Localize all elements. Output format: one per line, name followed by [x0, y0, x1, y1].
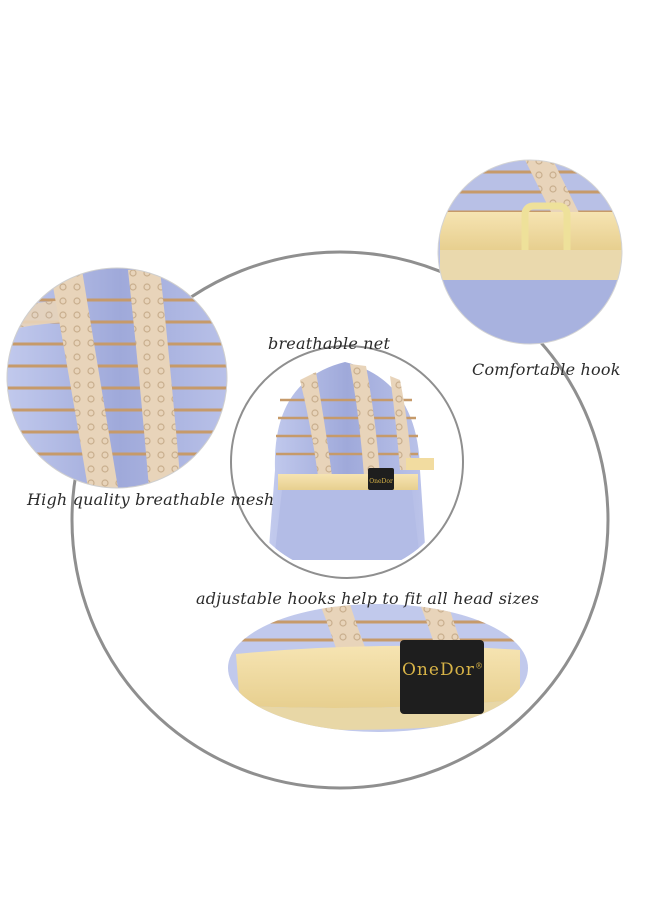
wig-cap-image: OneDor — [268, 362, 434, 560]
adjustable-strap-image — [228, 604, 528, 732]
caption-high-quality-mesh: High quality breathable mesh — [27, 490, 275, 509]
registered-mark: ® — [474, 661, 484, 671]
caption-breathable-net: breathable net — [268, 334, 391, 353]
brand-label: OneDor® — [402, 660, 484, 680]
hook-closeup-image — [438, 160, 622, 344]
frame-ring — [70, 250, 610, 790]
brand-name: OneDor — [402, 660, 475, 680]
caption-adjustable-hooks: adjustable hooks help to fit all head si… — [196, 589, 540, 608]
svg-text:OneDor: OneDor — [369, 478, 393, 485]
mesh-closeup-image — [7, 268, 227, 488]
caption-comfortable-hook: Comfortable hook — [472, 360, 621, 379]
